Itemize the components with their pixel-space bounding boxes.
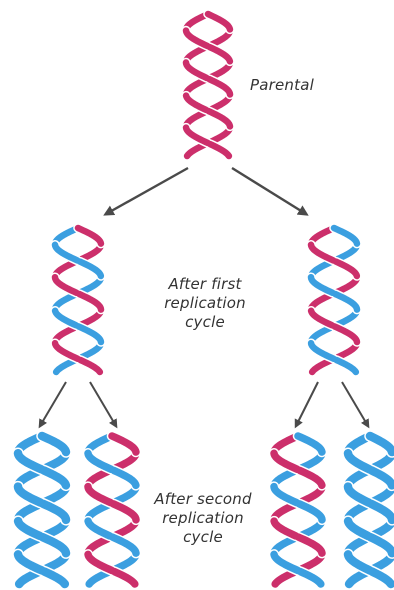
label-after-second-cycle: After second replication cycle (138, 490, 268, 547)
parental-helix (186, 14, 230, 156)
first-cycle-right-helix (311, 228, 357, 372)
second-cycle-helix-1 (18, 436, 66, 584)
second-cycle-helix-4 (348, 436, 392, 584)
first-cycle-left-helix (55, 228, 101, 372)
arrow-second-4 (342, 382, 368, 426)
arrow-second-3 (296, 382, 318, 426)
second-cycle-helix-2 (88, 436, 136, 584)
label-parental-text: Parental (250, 76, 350, 95)
label-first-line-3: cycle (150, 313, 260, 332)
label-parental: Parental (250, 76, 350, 95)
label-second-line-1: After second (138, 490, 268, 509)
arrow-to-left-first (106, 168, 188, 214)
arrow-to-right-first (232, 168, 306, 214)
arrow-second-1 (40, 382, 66, 426)
second-cycle-helix-3 (274, 436, 322, 584)
label-first-line-1: After first (150, 275, 260, 294)
label-after-first-cycle: After first replication cycle (150, 275, 260, 332)
arrow-second-2 (90, 382, 116, 426)
label-second-line-3: cycle (138, 528, 268, 547)
label-first-line-2: replication (150, 294, 260, 313)
label-second-line-2: replication (138, 509, 268, 528)
